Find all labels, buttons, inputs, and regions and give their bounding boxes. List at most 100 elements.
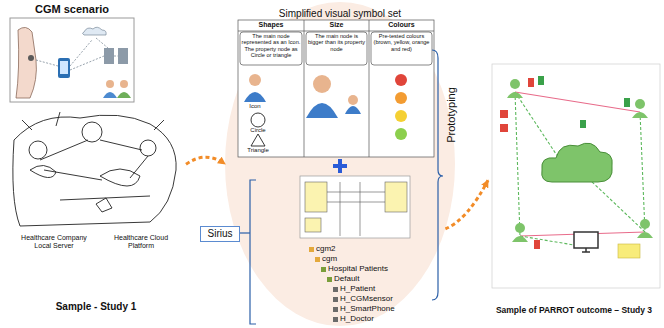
rect-shape: [574, 232, 598, 248]
rect-shape: [60, 61, 68, 74]
rect-shape: [580, 120, 586, 128]
rect-shape: [309, 247, 314, 252]
table-cell: Colours: [369, 21, 434, 29]
rect-shape: [333, 287, 338, 292]
figure-caption: Sample of PARROT outcome – Study 3: [496, 306, 652, 316]
circle-shape: [313, 75, 331, 93]
rect-shape: [238, 20, 434, 157]
flow-arrow: [445, 180, 488, 228]
path-shape: [512, 236, 528, 242]
line-shape: [304, 20, 305, 157]
tree-item: H_SmartPhone: [340, 304, 420, 313]
rect-shape: [10, 18, 134, 102]
tree-item: H_Doctor: [340, 314, 420, 323]
circle-shape: [140, 140, 156, 156]
circle-shape: [395, 74, 407, 86]
path-shape: [244, 92, 266, 102]
circle-shape: [395, 92, 407, 104]
rect-shape: [300, 176, 410, 238]
tree-item: cgm: [322, 254, 402, 263]
path-shape: [632, 112, 648, 118]
sketch-label: Healthcare Company Local Server: [12, 234, 96, 250]
path-shape: [117, 92, 131, 98]
ellipse-shape: [225, 2, 455, 326]
parrot-picture: [492, 64, 660, 288]
figure-heading: Simplified visual symbol set: [279, 8, 401, 20]
rect-shape: [118, 48, 128, 64]
figure-panel: Sample of PARROT outcome – Study 3: [488, 60, 660, 316]
line-shape: [338, 159, 342, 173]
circle-shape: [106, 80, 114, 88]
table-cell: Triangle: [240, 147, 276, 154]
study1-sketch: [13, 112, 176, 226]
cgm-picture: [10, 18, 134, 102]
path-shape: [515, 92, 645, 236]
rect-shape: [534, 240, 540, 249]
rect-shape: [333, 307, 338, 312]
rect-shape: [321, 267, 326, 272]
path-shape: [582, 248, 590, 252]
path-shape: [96, 198, 112, 212]
path-shape: [251, 134, 265, 146]
circle-shape: [249, 74, 261, 86]
tool-label: Sirius: [200, 226, 240, 242]
flow-arrow: [186, 157, 225, 164]
path-shape: [327, 182, 385, 236]
circle-shape: [28, 55, 34, 61]
path-shape: [240, 232, 250, 233]
rect-shape: [305, 182, 327, 212]
path-shape: [40, 140, 150, 200]
rect-shape: [305, 218, 321, 232]
circle-shape: [635, 99, 645, 109]
step-label: Prototyping: [445, 75, 459, 155]
path-shape: [637, 232, 653, 238]
table-cell: Pre-tested colours (brown, yellow, orang…: [372, 33, 431, 52]
circle-shape: [515, 223, 525, 233]
sketch-label: Healthcare Cloud Platform: [100, 234, 182, 250]
rect-shape: [306, 32, 367, 65]
circle-shape: [251, 113, 265, 127]
circle-shape: [120, 80, 128, 88]
path-shape: [103, 92, 117, 98]
table-cell: The main node represented as an Icon. Th…: [241, 33, 301, 59]
table-cell: Shapes: [238, 21, 304, 29]
circle-shape: [29, 141, 47, 159]
path-shape: [542, 143, 613, 182]
path-shape: [83, 27, 107, 35]
rect-shape: [58, 58, 70, 78]
rect-shape: [371, 32, 432, 65]
rect-shape: [333, 317, 338, 322]
tree-item: Hospital Patients: [328, 264, 418, 273]
circle-shape: [395, 128, 407, 140]
path-shape: [507, 92, 523, 98]
symbol-table: [238, 20, 434, 157]
rect-shape: [333, 297, 338, 302]
figure-caption: Sample - Study 1: [56, 301, 137, 313]
tree-item: H_Patient: [340, 284, 420, 293]
table-cell: The main node is bigger than its propert…: [307, 33, 366, 52]
path-shape: [100, 169, 140, 186]
table-cell: Size: [304, 21, 369, 29]
symbol-icons: [244, 74, 407, 146]
tree-item: cgm2: [316, 244, 396, 253]
tree-item: Default: [334, 274, 414, 283]
path-shape: [36, 38, 118, 70]
figure-panel: Sample - Study 1: [6, 104, 186, 312]
path-shape: [515, 92, 645, 246]
circle-shape: [82, 122, 102, 142]
path-shape: [13, 115, 176, 226]
circle-shape: [348, 95, 358, 105]
rect-shape: [240, 32, 302, 65]
rect-shape: [500, 124, 508, 132]
table-cell: Icon: [240, 103, 270, 110]
rect-shape: [538, 76, 544, 85]
figure-panel: CGM scenario: [8, 3, 136, 103]
tree-item: H_CGMsensor: [340, 294, 420, 303]
circle-shape: [510, 79, 520, 89]
rect-shape: [385, 182, 407, 212]
circle-shape: [395, 110, 407, 122]
path-shape: [22, 112, 164, 130]
circle-shape: [640, 219, 650, 229]
figure-heading: CGM scenario: [35, 3, 109, 16]
